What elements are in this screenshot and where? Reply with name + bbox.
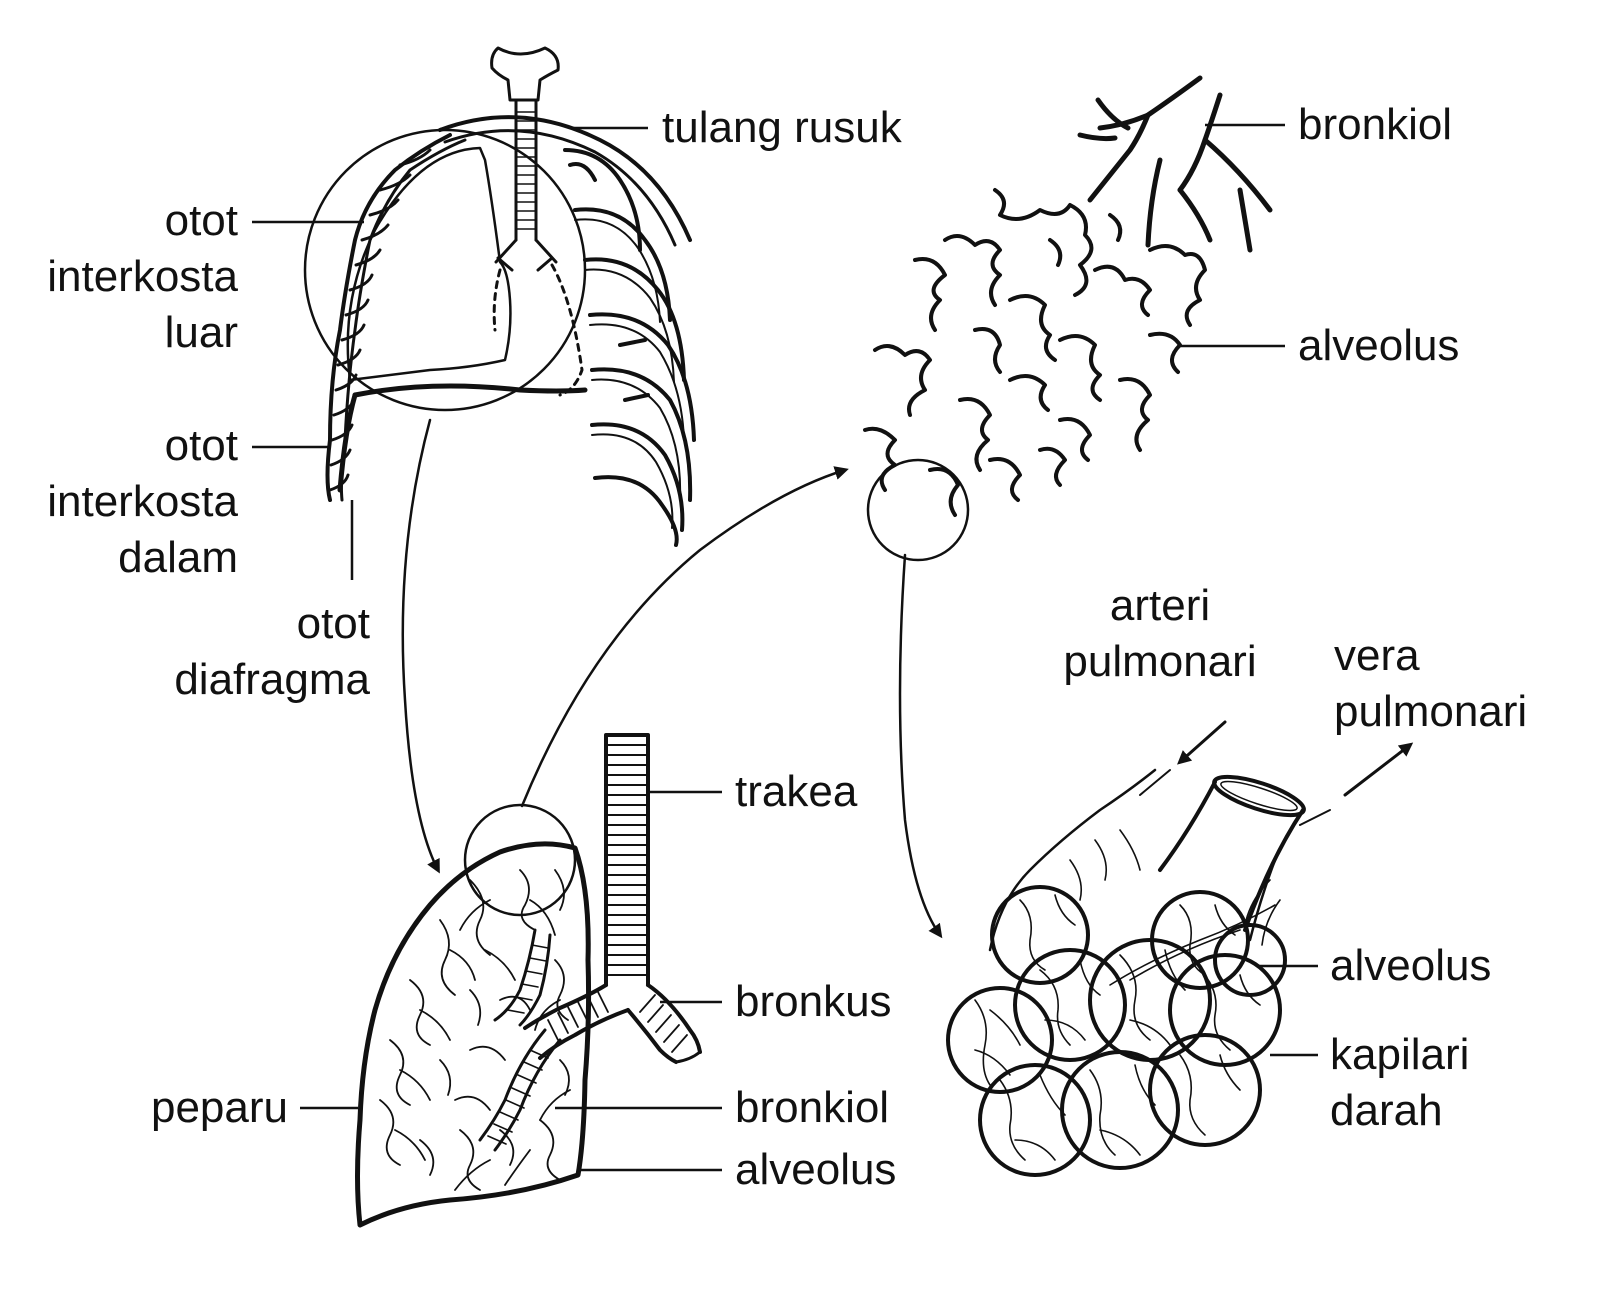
label-line: pulmonari xyxy=(1334,687,1528,736)
label-line: otot xyxy=(296,599,370,648)
label-line: pulmonari xyxy=(1063,637,1257,686)
label-alveolus-right: alveolus xyxy=(1330,941,1492,990)
label-line: darah xyxy=(1330,1086,1443,1135)
thorax-drawing xyxy=(303,46,696,874)
label-tulang-rusuk: tulang rusuk xyxy=(662,103,902,152)
label-line: dalam xyxy=(118,533,238,582)
label-line: kapilari xyxy=(1330,1030,1470,1079)
label-line: interkosta xyxy=(47,252,238,301)
label-line: luar xyxy=(164,308,238,357)
label-alveolus-bottom: alveolus xyxy=(735,1145,897,1194)
label-line: diafragma xyxy=(174,655,370,704)
label-otot-diafragma: otot diafragma xyxy=(140,596,370,708)
label-otot-interkosta-luar: otot interkosta luar xyxy=(20,193,238,361)
bronchiole-cluster-drawing xyxy=(863,75,1273,939)
label-vena-pulmonari: vera pulmonari xyxy=(1334,628,1527,740)
label-bronkus: bronkus xyxy=(735,977,892,1026)
alveolus-capillary-drawing xyxy=(946,720,1414,1177)
label-line: arteri xyxy=(1109,581,1211,630)
label-peparu: peparu xyxy=(150,1083,288,1132)
lung-drawing xyxy=(355,466,849,1228)
label-kapilari-darah: kapilari darah xyxy=(1330,1027,1469,1139)
label-arteri-pulmonari: arteri pulmonari xyxy=(1040,578,1280,690)
label-bronkiol-top: bronkiol xyxy=(1298,100,1453,149)
label-line: otot xyxy=(164,196,238,245)
label-trakea: trakea xyxy=(735,767,858,816)
label-line: interkosta xyxy=(47,477,238,526)
label-bronkiol-bottom: bronkiol xyxy=(735,1083,890,1132)
label-otot-interkosta-dalam: otot interkosta dalam xyxy=(20,418,238,586)
label-alveolus-top: alveolus xyxy=(1298,321,1460,370)
leader-lines xyxy=(252,123,1318,1172)
label-line: otot xyxy=(164,421,238,470)
label-line: vera xyxy=(1334,631,1420,680)
